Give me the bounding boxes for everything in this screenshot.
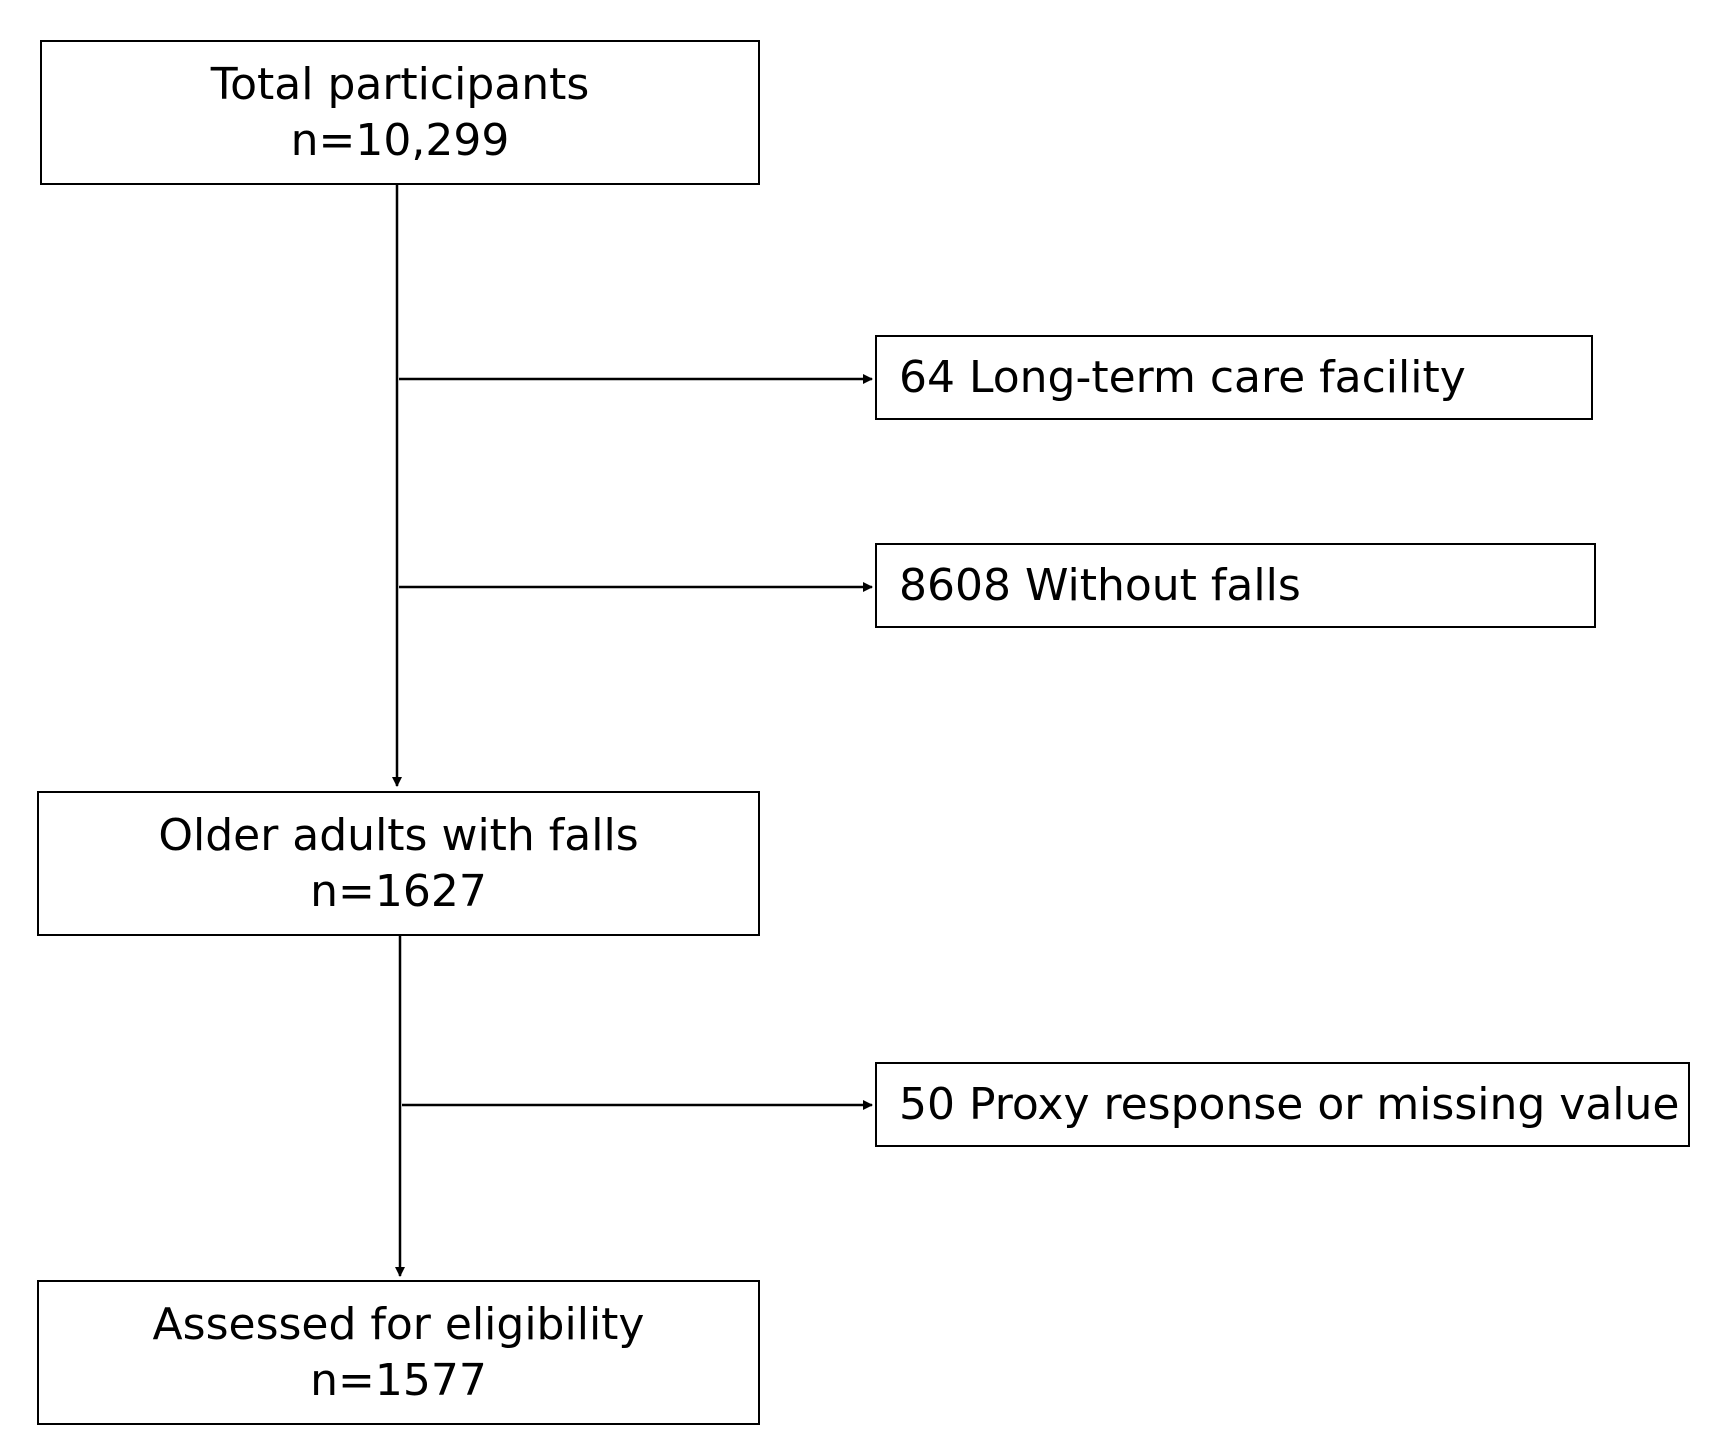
proxy-missing-box: 50 Proxy response or missing value [875, 1062, 1690, 1147]
without-falls-box: 8608 Without falls [875, 543, 1596, 628]
assessed-eligibility-count: n=1577 [310, 1354, 487, 1406]
older-adults-falls-title: Older adults with falls [158, 809, 639, 861]
long-term-care-label: 64 Long-term care facility [899, 352, 1466, 403]
older-adults-falls-count: n=1627 [310, 865, 487, 917]
total-participants-count: n=10,299 [290, 114, 510, 166]
assessed-eligibility-title: Assessed for eligibility [152, 1298, 645, 1350]
proxy-missing-label: 50 Proxy response or missing value [899, 1079, 1680, 1130]
long-term-care-box: 64 Long-term care facility [875, 335, 1593, 420]
total-participants-box: Total participants n=10,299 [40, 40, 760, 185]
without-falls-label: 8608 Without falls [899, 560, 1301, 611]
older-adults-falls-box: Older adults with falls n=1627 [37, 791, 760, 936]
assessed-eligibility-box: Assessed for eligibility n=1577 [37, 1280, 760, 1425]
total-participants-title: Total participants [210, 58, 590, 110]
